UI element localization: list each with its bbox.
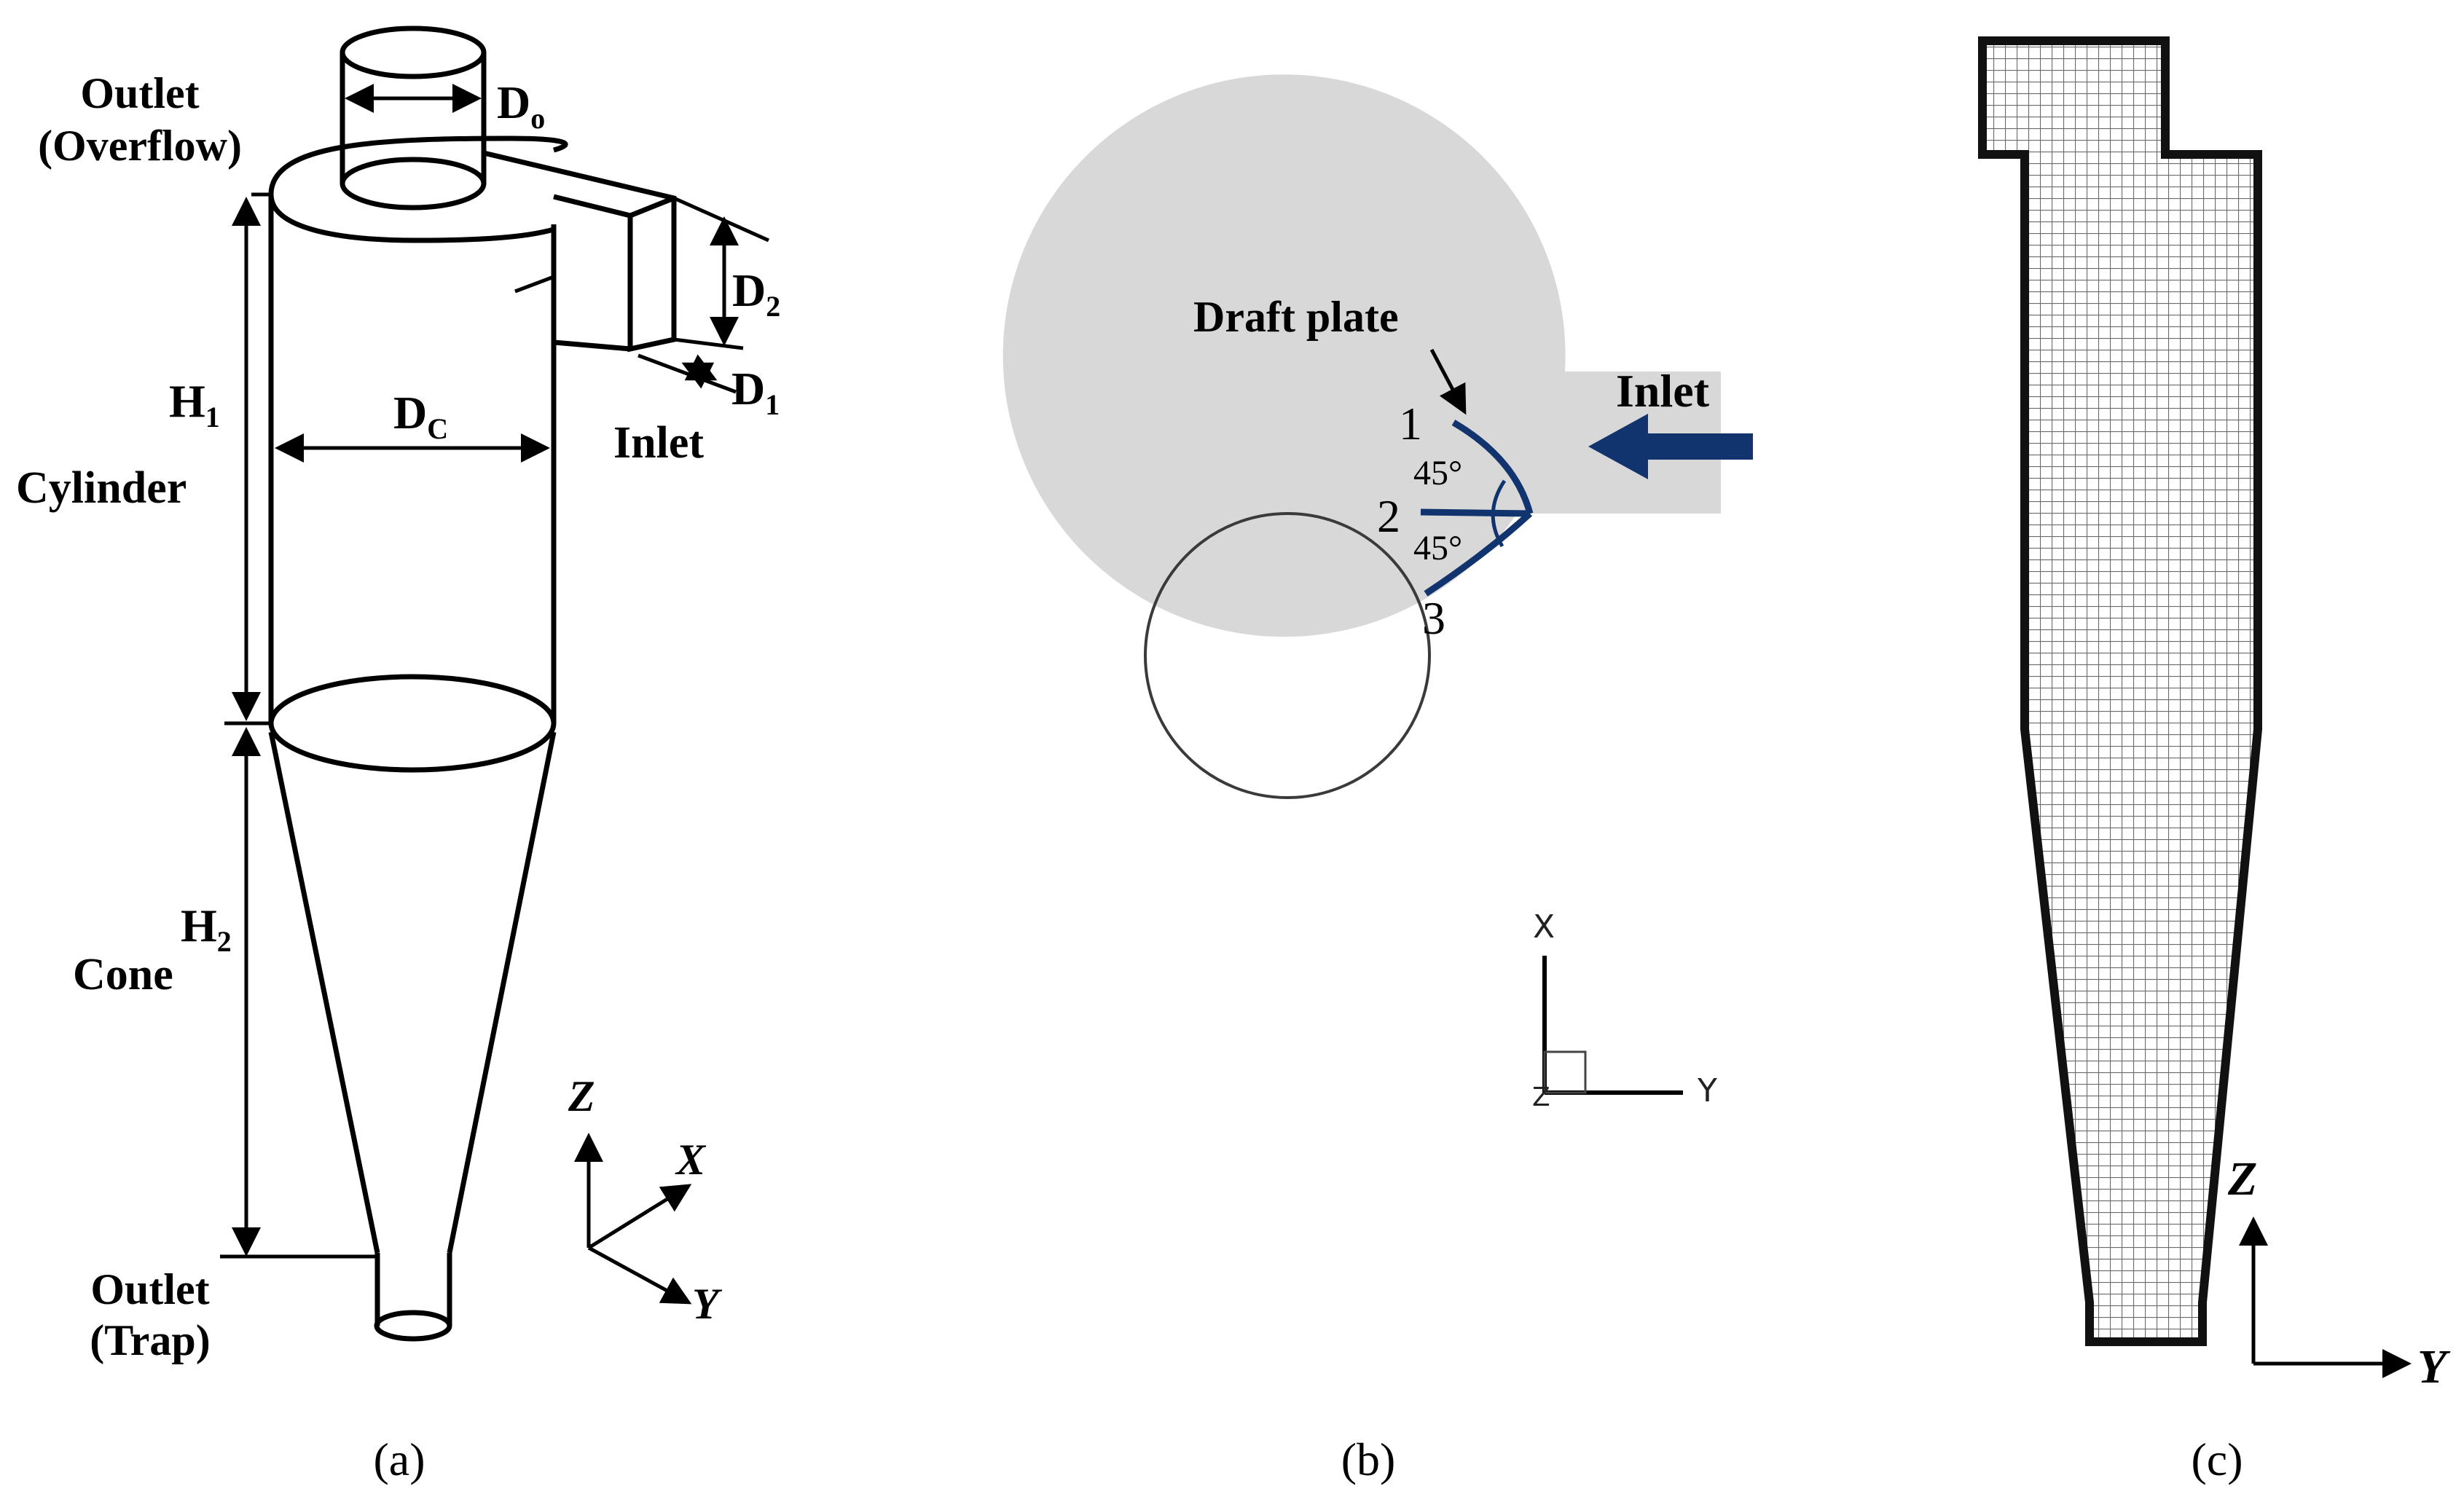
cone-left-wall	[268, 731, 380, 1254]
cyclone-top-body	[1003, 74, 1721, 637]
cone-right-wall	[447, 731, 557, 1254]
position-1-label: 1	[1399, 398, 1422, 449]
position-3-label: 3	[1422, 592, 1445, 644]
axis-y-label-c: Y	[2417, 1340, 2451, 1393]
draft-plate-label: Draft plate	[1193, 293, 1399, 341]
outlet-trap-sublabel: (Trap)	[90, 1316, 211, 1364]
d-o-label: Do	[497, 76, 545, 135]
d2-label: D2	[732, 264, 780, 323]
panel-b-top-view: Draft plate Inlet 1 2 3 45° 45° X Y Z (b…	[1003, 74, 1753, 1485]
inlet-duct	[483, 150, 677, 353]
angle-upper-label: 45°	[1413, 454, 1462, 492]
axis-x-label-b: X	[1533, 908, 1555, 945]
cylinder-cone-junction	[268, 674, 557, 773]
caption-c: (c)	[2191, 1434, 2243, 1485]
draft-plates	[1420, 420, 1534, 597]
axis-y-label-b: Y	[1697, 1072, 1717, 1109]
mesh-outline	[1978, 36, 2262, 1346]
draft-plate-1	[1451, 420, 1534, 515]
inlet-label-a: Inlet	[613, 418, 704, 468]
axis-z-label-b: Z	[1532, 1082, 1550, 1112]
axis-z-label-a: Z	[568, 1072, 595, 1120]
overflow-pipe-bottom	[340, 157, 487, 211]
outlet-overflow-sublabel: (Overflow)	[38, 122, 242, 170]
inlet-arrow	[1588, 414, 1753, 479]
draft-plate-3	[1424, 511, 1533, 597]
overflow-pipe-top	[340, 25, 487, 79]
axis-x-label-a: X	[675, 1136, 707, 1184]
dc-label: DC	[393, 387, 448, 445]
angle-arc	[1491, 479, 1507, 548]
axes-2d-c: Z Y	[2227, 1152, 2451, 1393]
caption-a: (a)	[373, 1434, 425, 1485]
d1-label: D1	[731, 363, 780, 421]
axes-2d-b: X Y Z	[1532, 908, 1717, 1112]
cylinder-top-ellipse	[268, 135, 568, 195]
panel-a-schematic: Outlet (Overflow) Do D2 D1 Inlet H1 Cyli…	[16, 25, 780, 1485]
angle-lower-label: 45°	[1413, 529, 1462, 567]
position-2-label: 2	[1377, 490, 1400, 542]
vortex-finder-circle	[1144, 512, 1431, 799]
axis-y-label-a: Y	[692, 1280, 723, 1328]
panel-c-mesh: Z Y (c)	[1978, 36, 2451, 1485]
outlet-trap-label: Outlet	[90, 1265, 209, 1313]
draft-plate-2	[1420, 508, 1531, 517]
caption-b: (b)	[1341, 1434, 1396, 1485]
inlet-label-b: Inlet	[1616, 365, 1710, 417]
h1-label: H1	[169, 375, 220, 433]
outlet-overflow-label: Outlet	[80, 69, 199, 117]
axis-z-label-c: Z	[2227, 1152, 2257, 1206]
cone-label: Cone	[73, 950, 173, 999]
dim-d1	[681, 354, 718, 389]
trap-outlet-ellipse	[374, 1310, 452, 1342]
cylinder-label: Cylinder	[16, 463, 187, 513]
h2-label: H2	[181, 900, 232, 958]
axes-3d-a: Z X Y	[568, 1072, 723, 1328]
mesh-domain	[1982, 41, 2258, 1342]
